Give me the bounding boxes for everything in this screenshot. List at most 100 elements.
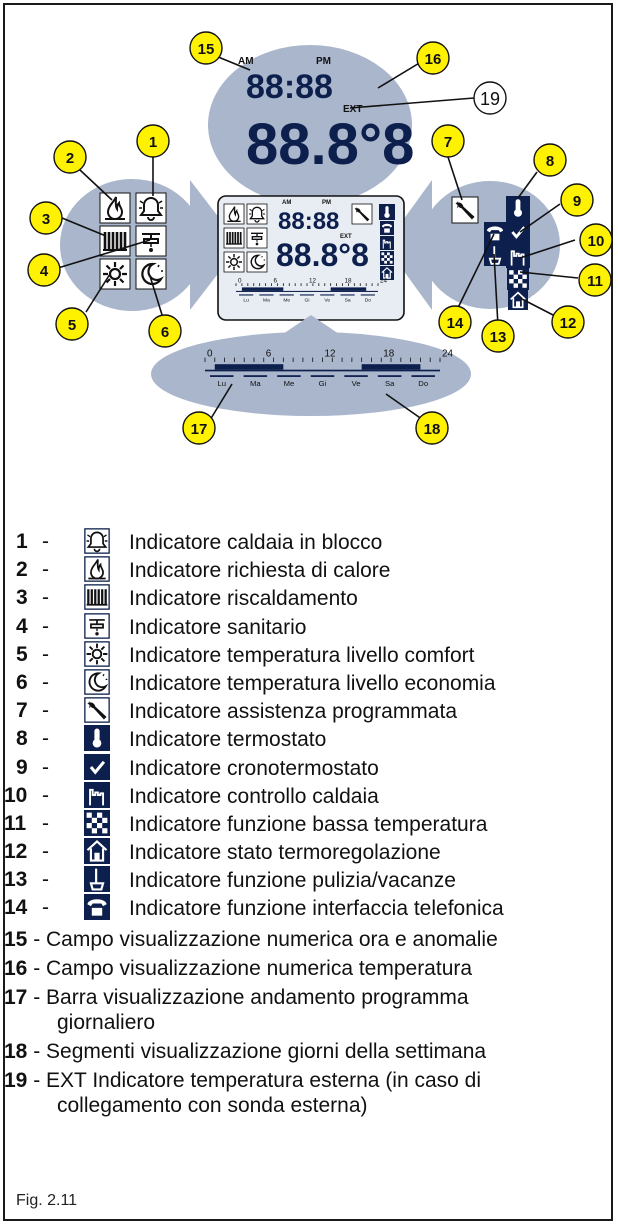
- lcd-pm: PM: [322, 200, 331, 206]
- legend-row: 6-Indicatore temperatura livello economi…: [16, 669, 616, 697]
- legend-number: 16: [4, 956, 28, 980]
- legend-label: Indicatore sanitario: [129, 615, 307, 639]
- legend-row: 3-Indicatore riscaldamento: [16, 584, 616, 612]
- svg-text:18: 18: [424, 421, 441, 438]
- legend-label: Indicatore cronotermostato: [129, 756, 379, 780]
- house-icon: [84, 838, 110, 865]
- checker-icon: [84, 809, 110, 836]
- legend-text-row: 19 - EXT Indicatore temperatura esterna …: [4, 1064, 616, 1118]
- callout-16: 16: [416, 41, 450, 75]
- legend-text-row: 15 - Campo visualizzazione numerica ora …: [4, 923, 616, 952]
- callout-3: 3: [29, 201, 63, 235]
- legend-row: 10-Indicatore controllo caldaia: [4, 781, 616, 810]
- legend-dash: -: [42, 840, 49, 864]
- svg-text:11: 11: [587, 273, 603, 290]
- legend-label: Indicatore funzione bassa temperatura: [129, 812, 488, 836]
- callout-6: 6: [148, 314, 182, 348]
- figure-caption: Fig. 2.11: [16, 1192, 78, 1209]
- day-label: Sa: [385, 379, 395, 388]
- legend-text-row: 18 - Segmenti visualizzazione giorni del…: [4, 1035, 616, 1064]
- legend-label: Indicatore funzione interfaccia telefoni…: [129, 897, 504, 921]
- bottom-bubble-pointer: [280, 315, 342, 336]
- legend-dash: -: [42, 642, 49, 666]
- callout-19: 19: [473, 81, 507, 115]
- day-label: Sa: [345, 297, 351, 303]
- legend-number: 4: [16, 614, 28, 638]
- day-label: Do: [418, 379, 428, 388]
- legend-row: 7-Indicatore assistenza programmata: [16, 697, 616, 725]
- day-label: Gi: [305, 297, 310, 303]
- bell-alarm-icon: [84, 528, 110, 554]
- phone-icon: [84, 894, 110, 921]
- tick-label: 0: [238, 278, 242, 285]
- callout-10: 10: [579, 223, 613, 257]
- svg-text:8: 8: [546, 153, 554, 170]
- legend-number: 17: [4, 985, 28, 1009]
- legend-dash: -: [42, 868, 49, 892]
- svg-text:7: 7: [444, 134, 452, 151]
- legend-dash: -: [42, 811, 49, 835]
- bottom-bubble: [151, 332, 471, 416]
- day-label: Me: [283, 297, 290, 303]
- tick-label: 12: [325, 349, 336, 360]
- callout-5: 5: [55, 307, 89, 341]
- day-label: Lu: [218, 379, 227, 388]
- day-label: Me: [284, 379, 295, 388]
- svg-text:3: 3: [42, 211, 50, 228]
- day-label: Lu: [243, 297, 249, 303]
- callout-14: 14: [438, 305, 472, 339]
- legend-dash: -: [42, 783, 49, 807]
- callout-4: 4: [27, 253, 61, 287]
- svg-text:10: 10: [588, 233, 605, 250]
- sun-icon: [84, 640, 110, 667]
- callout-11: 11: [578, 263, 612, 297]
- legend-label: Indicatore caldaia in blocco: [129, 531, 383, 554]
- flame-icon: [84, 556, 110, 582]
- legend-number: 2: [16, 558, 28, 582]
- lcd-am: AM: [282, 200, 291, 206]
- right-bubble-pointer: [385, 180, 432, 310]
- lcd-temp-digits: 88.8°8: [276, 237, 369, 273]
- left-bubble-pointer: [190, 180, 240, 310]
- legend-label: Indicatore stato termoregolazione: [129, 841, 441, 865]
- left-icon-grid: [99, 192, 167, 290]
- callout-lines: [57, 51, 579, 423]
- callout-1: 1: [136, 124, 170, 158]
- legend-label-continued: collegamento con sonda esterna): [57, 1093, 368, 1117]
- svg-text:2: 2: [66, 150, 74, 167]
- tick-label: 24: [442, 349, 453, 360]
- legend-label: Indicatore temperatura livello comfort: [129, 643, 475, 667]
- callout-9: 9: [560, 183, 594, 217]
- svg-text:6: 6: [161, 324, 169, 341]
- legend-text-row: 17 - Barra visualizzazione andamento pro…: [4, 981, 616, 1035]
- legend-dash: -: [42, 558, 49, 582]
- tick-label: 6: [266, 349, 272, 360]
- legend-label: Indicatore termostato: [129, 728, 327, 752]
- hand-icon: [84, 781, 110, 808]
- legend-dash: -: [42, 670, 49, 694]
- legend-label-continued: giornaliero: [57, 1010, 156, 1034]
- legend-text-row: 16 - Campo visualizzazione numerica temp…: [4, 952, 616, 981]
- tap-icon: [84, 612, 110, 639]
- lcd-small-icons: [223, 203, 395, 280]
- legend-row: 9-Indicatore cronotermostato: [16, 753, 616, 782]
- legend-dash: -: [42, 896, 49, 920]
- callout-8: 8: [533, 143, 567, 177]
- legend-label: Indicatore riscaldamento: [129, 587, 358, 611]
- top-pm: PM: [316, 56, 331, 67]
- legend-number: 1: [16, 530, 28, 553]
- legend-label: - Campo visualizzazione numerica tempera…: [27, 956, 473, 980]
- svg-text:14: 14: [447, 315, 464, 332]
- day-label: Do: [365, 297, 372, 303]
- svg-text:12: 12: [560, 315, 577, 332]
- legend-number: 7: [16, 699, 28, 723]
- tick-label: 18: [345, 278, 353, 285]
- day-label: Ve: [352, 379, 361, 388]
- legend-row: 4-Indicatore sanitario: [16, 612, 616, 641]
- legend-label: Indicatore temperatura livello economia: [129, 671, 496, 695]
- radiator-icon: [84, 584, 110, 611]
- legend-row: 8-Indicatore termostato: [16, 725, 616, 753]
